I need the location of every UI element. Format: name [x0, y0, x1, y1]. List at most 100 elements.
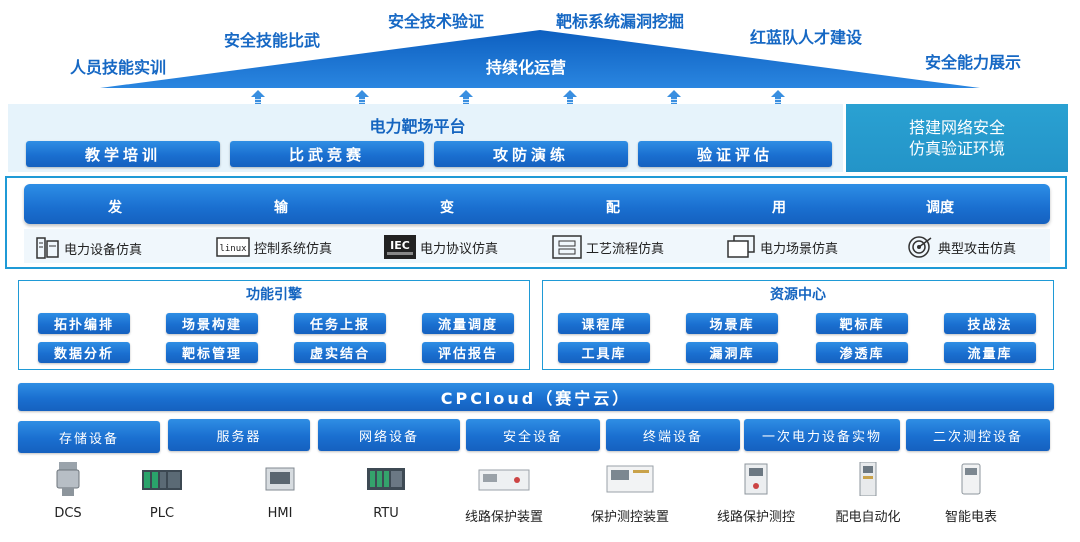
module-teaching[interactable]: 教学培训: [26, 141, 220, 167]
module-competition[interactable]: 比武竞赛: [230, 141, 424, 167]
up-arrow-icon: [251, 90, 265, 108]
attack-icon: [908, 236, 932, 258]
up-arrow-icon: [459, 90, 473, 108]
device-dcs: DCS: [38, 462, 98, 521]
device-rtu: RTU: [356, 462, 416, 521]
res-target[interactable]: 靶标库: [816, 313, 908, 334]
hw-terminal[interactable]: 终端设备: [606, 419, 740, 451]
module-drill[interactable]: 攻防演练: [434, 141, 628, 167]
hw-secondary-control[interactable]: 二次测控设备: [906, 419, 1050, 451]
sim-label: 电力场景仿真: [760, 241, 839, 257]
sim-control: linux 控制系统仿真: [216, 237, 332, 257]
device-label: 线路保护测控: [716, 510, 795, 525]
sim-label: 典型攻击仿真: [938, 241, 1017, 257]
hw-security[interactable]: 安全设备: [466, 419, 600, 451]
top-label-vuln-mining: 靶标系统漏洞挖掘: [556, 12, 685, 31]
side-note-line2: 仿真验证环境: [908, 139, 1005, 158]
smart-meter-icon: [961, 463, 981, 495]
sim-protocol: IEC 电力协议仿真: [384, 235, 498, 259]
hw-storage[interactable]: 存储设备: [18, 421, 160, 453]
category-substation: 变: [440, 200, 454, 216]
up-arrow-icon: [771, 90, 785, 108]
top-label-verification: 安全技术验证: [388, 12, 485, 31]
device-smart-meter: 智能电表: [934, 462, 1008, 525]
category-generation: 发: [108, 200, 122, 216]
cloud-bar: CPCloud（赛宁云）: [18, 383, 1054, 411]
process-icon: [552, 235, 582, 259]
svg-text:IEC: IEC: [390, 239, 410, 252]
res-tools[interactable]: 工具库: [558, 342, 650, 363]
category-transmission: 输: [274, 200, 288, 216]
device-label: DCS: [54, 506, 82, 521]
module-evaluation[interactable]: 验证评估: [638, 141, 832, 167]
res-tactics[interactable]: 技战法: [944, 313, 1036, 334]
sim-label: 电力设备仿真: [64, 242, 143, 258]
hw-server[interactable]: 服务器: [168, 419, 310, 451]
hmi-device-icon: [265, 467, 295, 491]
up-arrow-icon: [563, 90, 577, 108]
plc-device-icon: [142, 470, 182, 490]
iec-icon: IEC: [384, 235, 416, 259]
dcs-device-icon: [56, 462, 80, 496]
func-task-report[interactable]: 任务上报: [294, 313, 386, 334]
top-label-showcase: 安全能力展示: [925, 53, 1022, 72]
line-protection-control-icon: [744, 463, 768, 495]
device-sim-icon: [36, 237, 59, 259]
function-engine-panel: [18, 280, 530, 370]
device-hmi: HMI: [250, 462, 310, 521]
sim-device: 电力设备仿真: [36, 237, 142, 259]
platform-title: 电力靶场平台: [369, 117, 466, 136]
category-distribution: 配: [606, 200, 620, 216]
simulation-row: [24, 229, 1050, 263]
protection-control-icon: [606, 465, 654, 493]
distribution-automation-icon: [859, 461, 877, 497]
device-protection-control: 保护测控装置: [582, 462, 678, 525]
device-plc: PLC: [130, 462, 194, 521]
top-label-personnel: 人员技能实训: [70, 58, 167, 77]
device-distribution-automation: 配电自动化: [828, 461, 908, 525]
up-arrow-icon: [355, 90, 369, 108]
category-consumption: 用: [772, 200, 786, 216]
pyramid-label: 持续化运营: [486, 58, 567, 77]
hw-primary-equipment[interactable]: 一次电力设备实物: [744, 419, 900, 451]
sim-label: 控制系统仿真: [254, 241, 333, 257]
device-line-protection: 线路保护装置: [456, 462, 552, 525]
side-note-line1: 搭建网络安全: [908, 118, 1005, 137]
func-virtual-real[interactable]: 虚实结合: [294, 342, 386, 363]
hw-network[interactable]: 网络设备: [318, 419, 460, 451]
device-label: 配电自动化: [835, 510, 901, 525]
res-traffic[interactable]: 流量库: [944, 342, 1036, 363]
device-label: HMI: [267, 506, 293, 521]
sim-label: 电力协议仿真: [420, 241, 499, 257]
linux-icon: linux: [216, 237, 250, 257]
func-topology[interactable]: 拓扑编排: [38, 313, 130, 334]
svg-text:linux: linux: [219, 244, 247, 254]
device-label: RTU: [373, 506, 399, 521]
scene-icon: [727, 235, 755, 258]
func-data-analysis[interactable]: 数据分析: [38, 342, 130, 363]
category-dispatch: 调度: [926, 200, 954, 216]
top-label-red-blue: 红蓝队人才建设: [750, 28, 863, 47]
device-label: 线路保护装置: [464, 510, 543, 525]
rtu-device-icon: [367, 468, 405, 490]
line-protection-icon: [478, 469, 530, 491]
function-engine-title: 功能引擎: [246, 287, 302, 303]
device-line-protection-control: 线路保护测控: [708, 462, 804, 525]
top-label-competition: 安全技能比武: [224, 31, 321, 50]
res-pentest[interactable]: 渗透库: [816, 342, 908, 363]
sim-process: 工艺流程仿真: [552, 235, 664, 259]
device-label: 保护测控装置: [590, 510, 669, 525]
func-scene-build[interactable]: 场景构建: [166, 313, 258, 334]
func-traffic[interactable]: 流量调度: [422, 313, 514, 334]
func-target-mgmt[interactable]: 靶标管理: [166, 342, 258, 363]
pyramid-roof: [100, 30, 980, 88]
sim-scene: 电力场景仿真: [726, 235, 838, 259]
func-eval-report[interactable]: 评估报告: [422, 342, 514, 363]
up-arrow-icon: [667, 90, 681, 108]
res-vuln[interactable]: 漏洞库: [686, 342, 778, 363]
side-note-box: 搭建网络安全 仿真验证环境: [846, 104, 1068, 172]
device-label: PLC: [149, 506, 175, 521]
res-course[interactable]: 课程库: [558, 313, 650, 334]
resource-center-panel: [542, 280, 1054, 370]
res-scene[interactable]: 场景库: [686, 313, 778, 334]
